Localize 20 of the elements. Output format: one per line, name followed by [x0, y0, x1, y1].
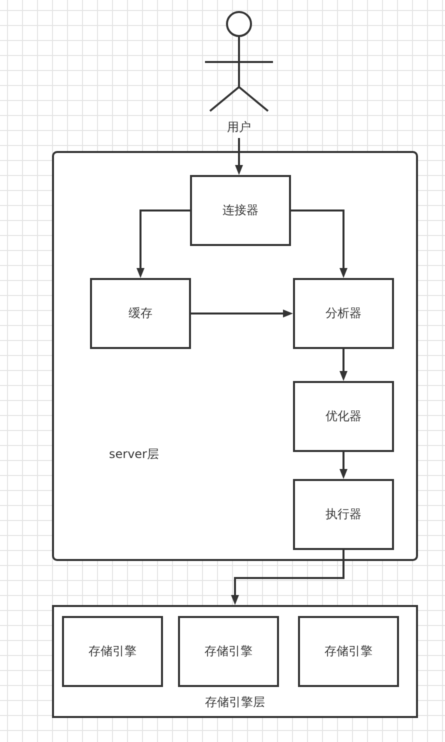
layer-label: 存储引擎层 — [205, 695, 265, 709]
arrow — [235, 138, 243, 175]
process-box: 存储引擎 — [298, 616, 399, 687]
process-box: 分析器 — [293, 278, 394, 349]
process-box: 存储引擎 — [62, 616, 163, 687]
layer-box — [52, 151, 418, 561]
process-box: 缓存 — [90, 278, 191, 349]
process-box: 连接器 — [190, 175, 291, 246]
arrow — [231, 550, 344, 605]
process-box: 优化器 — [293, 381, 394, 452]
person-label: 用户 — [227, 120, 251, 134]
process-box: 存储引擎 — [178, 616, 279, 687]
arrow — [136, 210, 190, 278]
arrow — [191, 310, 293, 318]
layer-box — [52, 605, 418, 718]
arrow — [340, 349, 348, 381]
process-box: 执行器 — [293, 479, 394, 550]
arrow — [291, 210, 348, 278]
layer-label: server层 — [109, 447, 159, 461]
arrow — [340, 452, 348, 479]
